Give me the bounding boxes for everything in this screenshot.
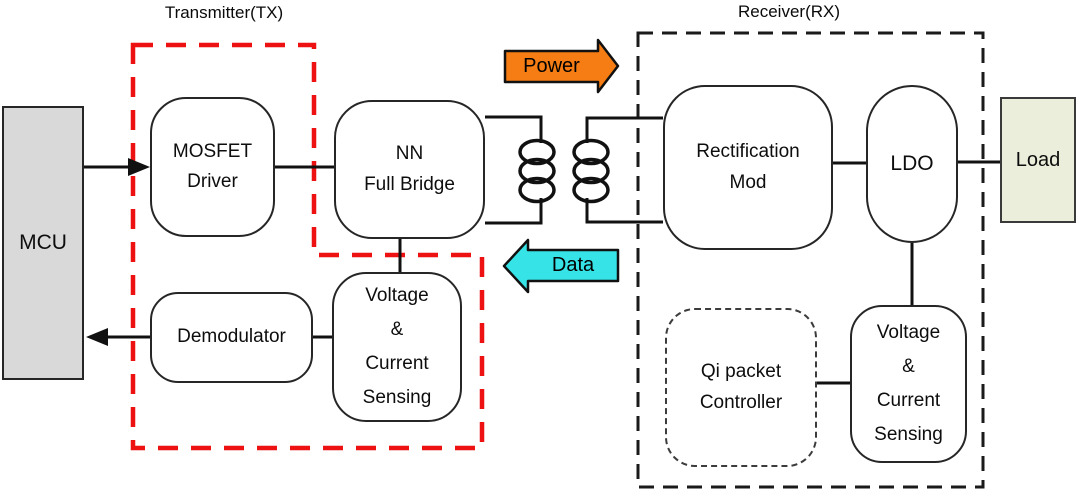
block-rx-voltage-current-sensing: Voltage & Current Sensing <box>850 305 967 463</box>
tx-coil-loop <box>518 157 556 185</box>
block-mcu: MCU <box>2 106 84 380</box>
data-arrow-label: Data <box>551 254 595 276</box>
connector-lines <box>84 160 1001 385</box>
block-mosfet-driver: MOSFET Driver <box>150 97 275 237</box>
rx-coil-loop <box>572 176 610 204</box>
block-nn-full-bridge: NN Full Bridge <box>334 100 485 239</box>
arrowhead-into-mosfet <box>128 158 150 176</box>
transmitter-title: Transmitter(TX) <box>164 3 284 22</box>
block-demodulator: Demodulator <box>150 292 313 383</box>
tx-coil-top-wire <box>485 115 543 143</box>
power-arrow-label: Power <box>523 55 580 77</box>
rx-coil-loop <box>572 157 610 185</box>
transformer-coils <box>485 115 663 225</box>
rx-coil-bottom-wire <box>585 198 663 224</box>
rx-boundary-outline <box>636 31 985 489</box>
receiver-title: Receiver(RX) <box>737 2 841 21</box>
power-arrow <box>503 38 620 94</box>
rx-coil-loop <box>572 138 610 166</box>
rx-coil-top-wire <box>585 116 663 143</box>
tx-coil-bottom-wire <box>485 198 543 225</box>
tx-coil-loop <box>518 176 556 204</box>
data-arrow <box>502 238 620 294</box>
block-qi-packet-controller: Qi packet Controller <box>665 308 817 467</box>
block-tx-voltage-current-sensing: Voltage & Current Sensing <box>332 272 462 422</box>
block-rectification-mod: Rectification Mod <box>663 85 833 250</box>
arrowhead-into-mcu <box>86 328 108 346</box>
tx-coil-loop <box>518 138 556 166</box>
block-load: Load <box>1000 97 1076 223</box>
tx-boundary-outline <box>130 42 485 451</box>
block-ldo: LDO <box>866 85 958 243</box>
